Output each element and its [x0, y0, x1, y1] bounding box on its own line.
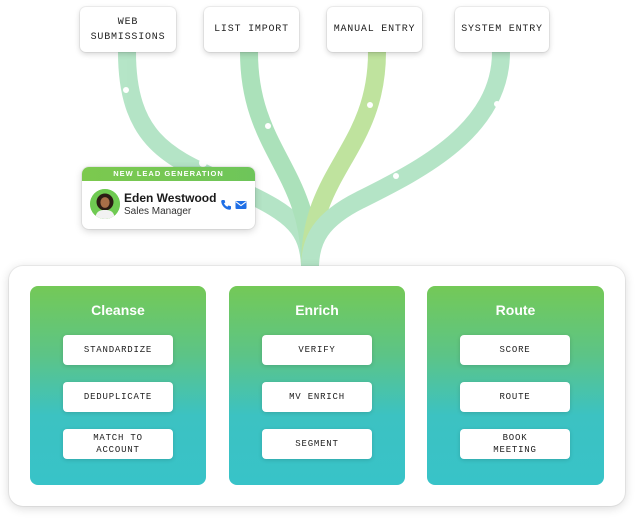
source-manual-entry: MANUAL ENTRY — [327, 7, 422, 52]
source-system-entry: SYSTEM ENTRY — [455, 7, 549, 52]
flow-dot — [265, 123, 271, 129]
stage-title: Enrich — [295, 302, 339, 318]
flow-line-system-entry — [301, 43, 510, 274]
flow-dot — [393, 173, 399, 179]
step-mv-enrich: MV ENRICH — [262, 382, 372, 412]
stage-title: Cleanse — [91, 302, 145, 318]
flow-dot — [199, 159, 207, 167]
stage-route: Route SCORE ROUTE BOOK MEETING — [427, 286, 604, 485]
stage-cleanse: Cleanse STANDARDIZE DEDUPLICATE MATCH TO… — [30, 286, 206, 485]
step-verify: VERIFY — [262, 335, 372, 365]
phone-icon[interactable] — [220, 199, 232, 211]
flow-dot — [367, 102, 373, 108]
source-list-import: LIST IMPORT — [204, 7, 299, 52]
step-score: SCORE — [460, 335, 570, 365]
lead-card: NEW LEAD GENERATION Eden Westwood Sales … — [82, 167, 255, 229]
flow-dot — [123, 87, 129, 93]
stage-enrich: Enrich VERIFY MV ENRICH SEGMENT — [229, 286, 405, 485]
avatar — [90, 189, 120, 219]
stage-title: Route — [495, 302, 536, 318]
lead-role: Sales Manager — [124, 206, 192, 217]
step-deduplicate: DEDUPLICATE — [63, 382, 173, 412]
step-standardize: STANDARDIZE — [63, 335, 173, 365]
source-web-submissions: WEB SUBMISSIONS — [80, 7, 176, 52]
step-segment: SEGMENT — [262, 429, 372, 459]
flow-dot — [494, 101, 500, 107]
step-book-meeting: BOOK MEETING — [460, 429, 570, 459]
step-route: ROUTE — [460, 382, 570, 412]
lead-banner: NEW LEAD GENERATION — [82, 167, 255, 181]
flow-line-list-import — [240, 43, 319, 274]
mail-icon[interactable] — [235, 199, 247, 211]
step-match-to-account: MATCH TO ACCOUNT — [63, 429, 173, 459]
lead-name: Eden Westwood — [124, 191, 217, 205]
